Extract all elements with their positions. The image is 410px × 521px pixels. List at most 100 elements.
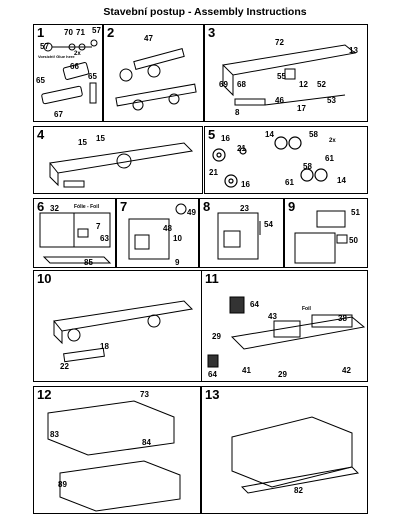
part-70: 70	[64, 28, 73, 37]
part-41: 41	[242, 366, 251, 375]
part-53: 53	[327, 96, 336, 105]
part-29: 29	[212, 332, 221, 341]
step-number: 8	[203, 199, 211, 214]
step-12-panel: 12 73 83 84 89	[33, 386, 201, 514]
part-89: 89	[58, 480, 67, 489]
step-7-panel: 7 49 48 10 9	[116, 198, 199, 268]
part-55: 55	[277, 72, 286, 81]
step-number: 4	[37, 127, 45, 142]
part-48: 48	[163, 224, 172, 233]
step-9-panel: 9 51 50	[284, 198, 368, 268]
part-21: 21	[237, 144, 246, 153]
step-1-panel: 1 57 70 71 57 66 65 65 67 2x Vorsicht! G…	[33, 24, 103, 122]
part-15b: 15	[96, 134, 105, 143]
part-9: 9	[175, 258, 180, 267]
step-number: 5	[208, 127, 216, 142]
step-11-panel: 11 64 29 43 38 64 41 29 42 Foil	[201, 270, 368, 382]
multiplier-2x: 2x	[329, 138, 336, 144]
part-63: 63	[100, 234, 109, 243]
part-50: 50	[349, 236, 358, 245]
part-65b: 65	[88, 72, 97, 81]
part-58b: 58	[303, 162, 312, 171]
part-13: 13	[349, 46, 358, 55]
step-11-drawing	[207, 296, 366, 368]
part-47: 47	[144, 34, 153, 43]
part-52: 52	[317, 80, 326, 89]
step-7-drawing	[128, 203, 187, 260]
step-13-drawing	[231, 416, 360, 494]
step-3-panel: 3 72 13 55 12 52 69 68 8 46 17 53	[204, 24, 368, 122]
part-51: 51	[351, 208, 360, 217]
part-61b: 61	[285, 178, 294, 187]
step-4-panel: 4 15 15	[33, 126, 203, 194]
part-84: 84	[142, 438, 151, 447]
part-57: 57	[40, 42, 49, 51]
step-number: 2	[107, 25, 115, 40]
part-32: 32	[50, 204, 59, 213]
part-29b: 29	[278, 370, 287, 379]
part-57b: 57	[92, 26, 101, 35]
step-number: 1	[37, 25, 45, 40]
multiplier-2x: 2x	[74, 51, 81, 57]
step-number: 3	[208, 25, 216, 40]
step-number: 6	[37, 199, 45, 214]
part-64: 64	[250, 300, 259, 309]
part-18: 18	[100, 342, 109, 351]
foil-note: Foil	[302, 306, 311, 312]
step-8-panel: 8 23 54	[199, 198, 284, 268]
part-16b: 16	[241, 180, 250, 189]
part-83: 83	[50, 430, 59, 439]
part-16: 16	[221, 134, 230, 143]
step-4-drawing	[49, 142, 194, 188]
part-43: 43	[268, 312, 277, 321]
part-82: 82	[294, 486, 303, 495]
step-9-drawing	[294, 210, 348, 264]
part-10: 10	[173, 234, 182, 243]
step-2-drawing	[115, 48, 197, 111]
step-2-panel: 2 47	[103, 24, 204, 122]
step-number: 10	[37, 271, 52, 286]
step-6-drawing	[39, 212, 112, 264]
part-67: 67	[54, 110, 63, 119]
part-46: 46	[275, 96, 284, 105]
step-5-drawing	[212, 136, 328, 188]
part-23: 23	[240, 204, 249, 213]
part-73: 73	[140, 390, 149, 399]
part-38: 38	[338, 314, 347, 323]
part-64b: 64	[208, 370, 217, 379]
step-10-drawing	[53, 300, 194, 363]
part-7: 7	[96, 222, 101, 231]
foil-note: Fólie - Foil	[74, 204, 99, 210]
step-13-panel: 13 82	[201, 386, 368, 514]
part-22: 22	[60, 362, 69, 371]
part-58: 58	[309, 130, 318, 139]
step-number: 7	[120, 199, 128, 214]
step-number: 13	[205, 387, 220, 402]
part-14b: 14	[337, 176, 346, 185]
part-15: 15	[78, 138, 87, 147]
part-14: 14	[265, 130, 274, 139]
part-72: 72	[275, 38, 284, 47]
step-6-panel: 6 32 7 63 85 Fólie - Foil	[33, 198, 116, 268]
part-68: 68	[237, 80, 246, 89]
part-69: 69	[219, 80, 228, 89]
step-3-drawing	[221, 44, 357, 106]
part-21b: 21	[209, 168, 218, 177]
step-12-drawing	[47, 400, 181, 512]
part-85: 85	[84, 258, 93, 267]
page-title: Stavební postup - Assembly Instructions	[103, 6, 307, 18]
step-number: 12	[37, 387, 52, 402]
part-49: 49	[187, 208, 196, 217]
part-71: 71	[76, 28, 85, 37]
step-8-drawing	[217, 212, 261, 260]
part-42: 42	[342, 366, 351, 375]
step-number: 9	[288, 199, 296, 214]
part-61: 61	[325, 154, 334, 163]
part-12: 12	[299, 80, 308, 89]
part-65: 65	[36, 76, 45, 85]
step-10-panel: 10 18 22	[33, 270, 203, 382]
part-8: 8	[235, 108, 240, 117]
glue-note: Vorsicht! Glue here	[38, 54, 75, 59]
step-number: 11	[205, 271, 219, 286]
